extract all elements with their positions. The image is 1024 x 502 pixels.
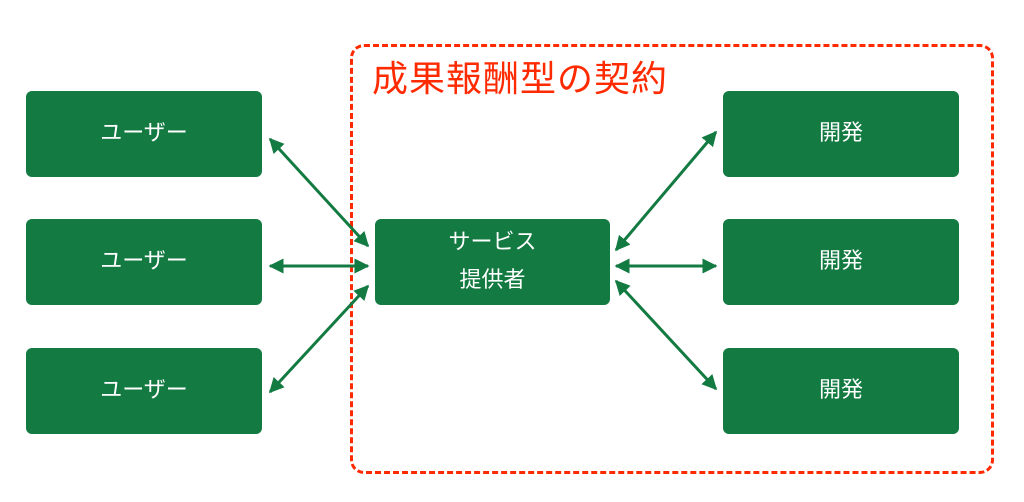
provider-label-line-2: 提供者 bbox=[459, 268, 526, 293]
user-box-2: ユーザー bbox=[26, 219, 262, 305]
user-box-2-label: ユーザー bbox=[100, 249, 188, 274]
user-box-1: ユーザー bbox=[26, 91, 262, 177]
service-provider-box: サービス 提供者 bbox=[375, 219, 610, 305]
provider-label-line-1: サービス bbox=[448, 230, 537, 255]
developer-box-1: 開発 bbox=[723, 91, 959, 177]
developer-box-2-label: 開発 bbox=[818, 249, 863, 274]
developer-box-3-label: 開発 bbox=[818, 378, 863, 403]
user-box-3-label: ユーザー bbox=[100, 378, 188, 403]
developer-box-2: 開発 bbox=[723, 219, 959, 305]
user-box-3: ユーザー bbox=[26, 348, 262, 434]
user-box-1-label: ユーザー bbox=[100, 121, 188, 146]
developer-box-1-label: 開発 bbox=[818, 121, 863, 146]
contract-region-title: 成果報酬型の契約 bbox=[372, 59, 669, 100]
developer-box-3: 開発 bbox=[723, 348, 959, 434]
